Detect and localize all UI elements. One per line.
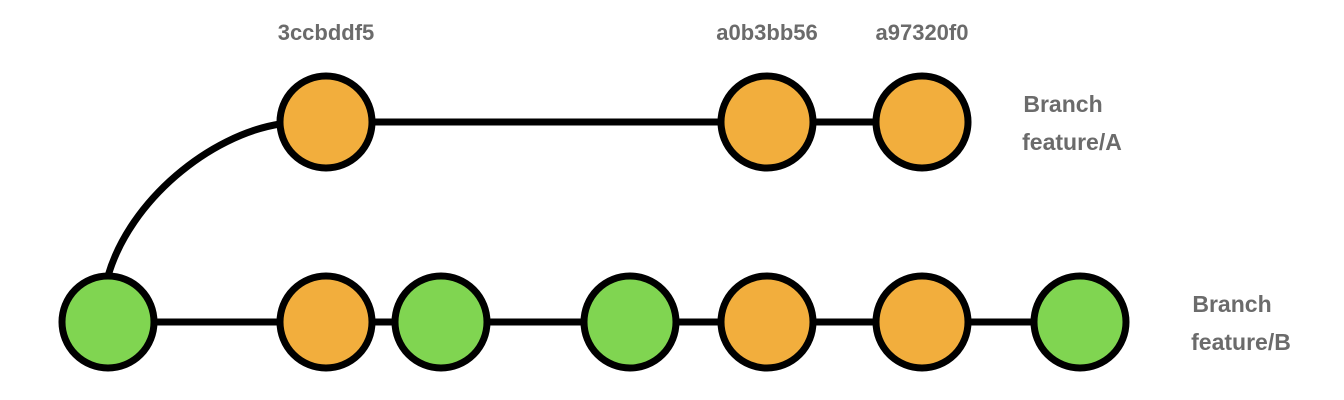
branch-b-label-line2: feature/B — [1191, 329, 1291, 355]
commit-hash-label: a97320f0 — [876, 20, 969, 45]
commit-hash-label: a0b3bb56 — [716, 20, 818, 45]
commit-node-b-1 — [58, 272, 158, 372]
commit-node-b-6 — [872, 272, 972, 372]
branch-b-label-line1: Branch — [1192, 291, 1271, 317]
commit-hash-label: 3ccbddf5 — [278, 20, 375, 45]
commit-node-a-1 — [276, 72, 376, 172]
commit-node-b-3 — [391, 272, 491, 372]
branch-a-label-line1: Branch — [1023, 91, 1102, 117]
branch-off-edge — [104, 120, 281, 277]
commit-node-a-2 — [717, 72, 817, 172]
commit-node-a-3 — [872, 72, 972, 172]
commit-node-b-4 — [580, 272, 680, 372]
commit-node-b-2 — [276, 272, 376, 372]
branch-a-label-line2: feature/A — [1022, 129, 1122, 155]
commit-node-b-5 — [717, 272, 817, 372]
commit-node-b-7 — [1030, 272, 1130, 372]
